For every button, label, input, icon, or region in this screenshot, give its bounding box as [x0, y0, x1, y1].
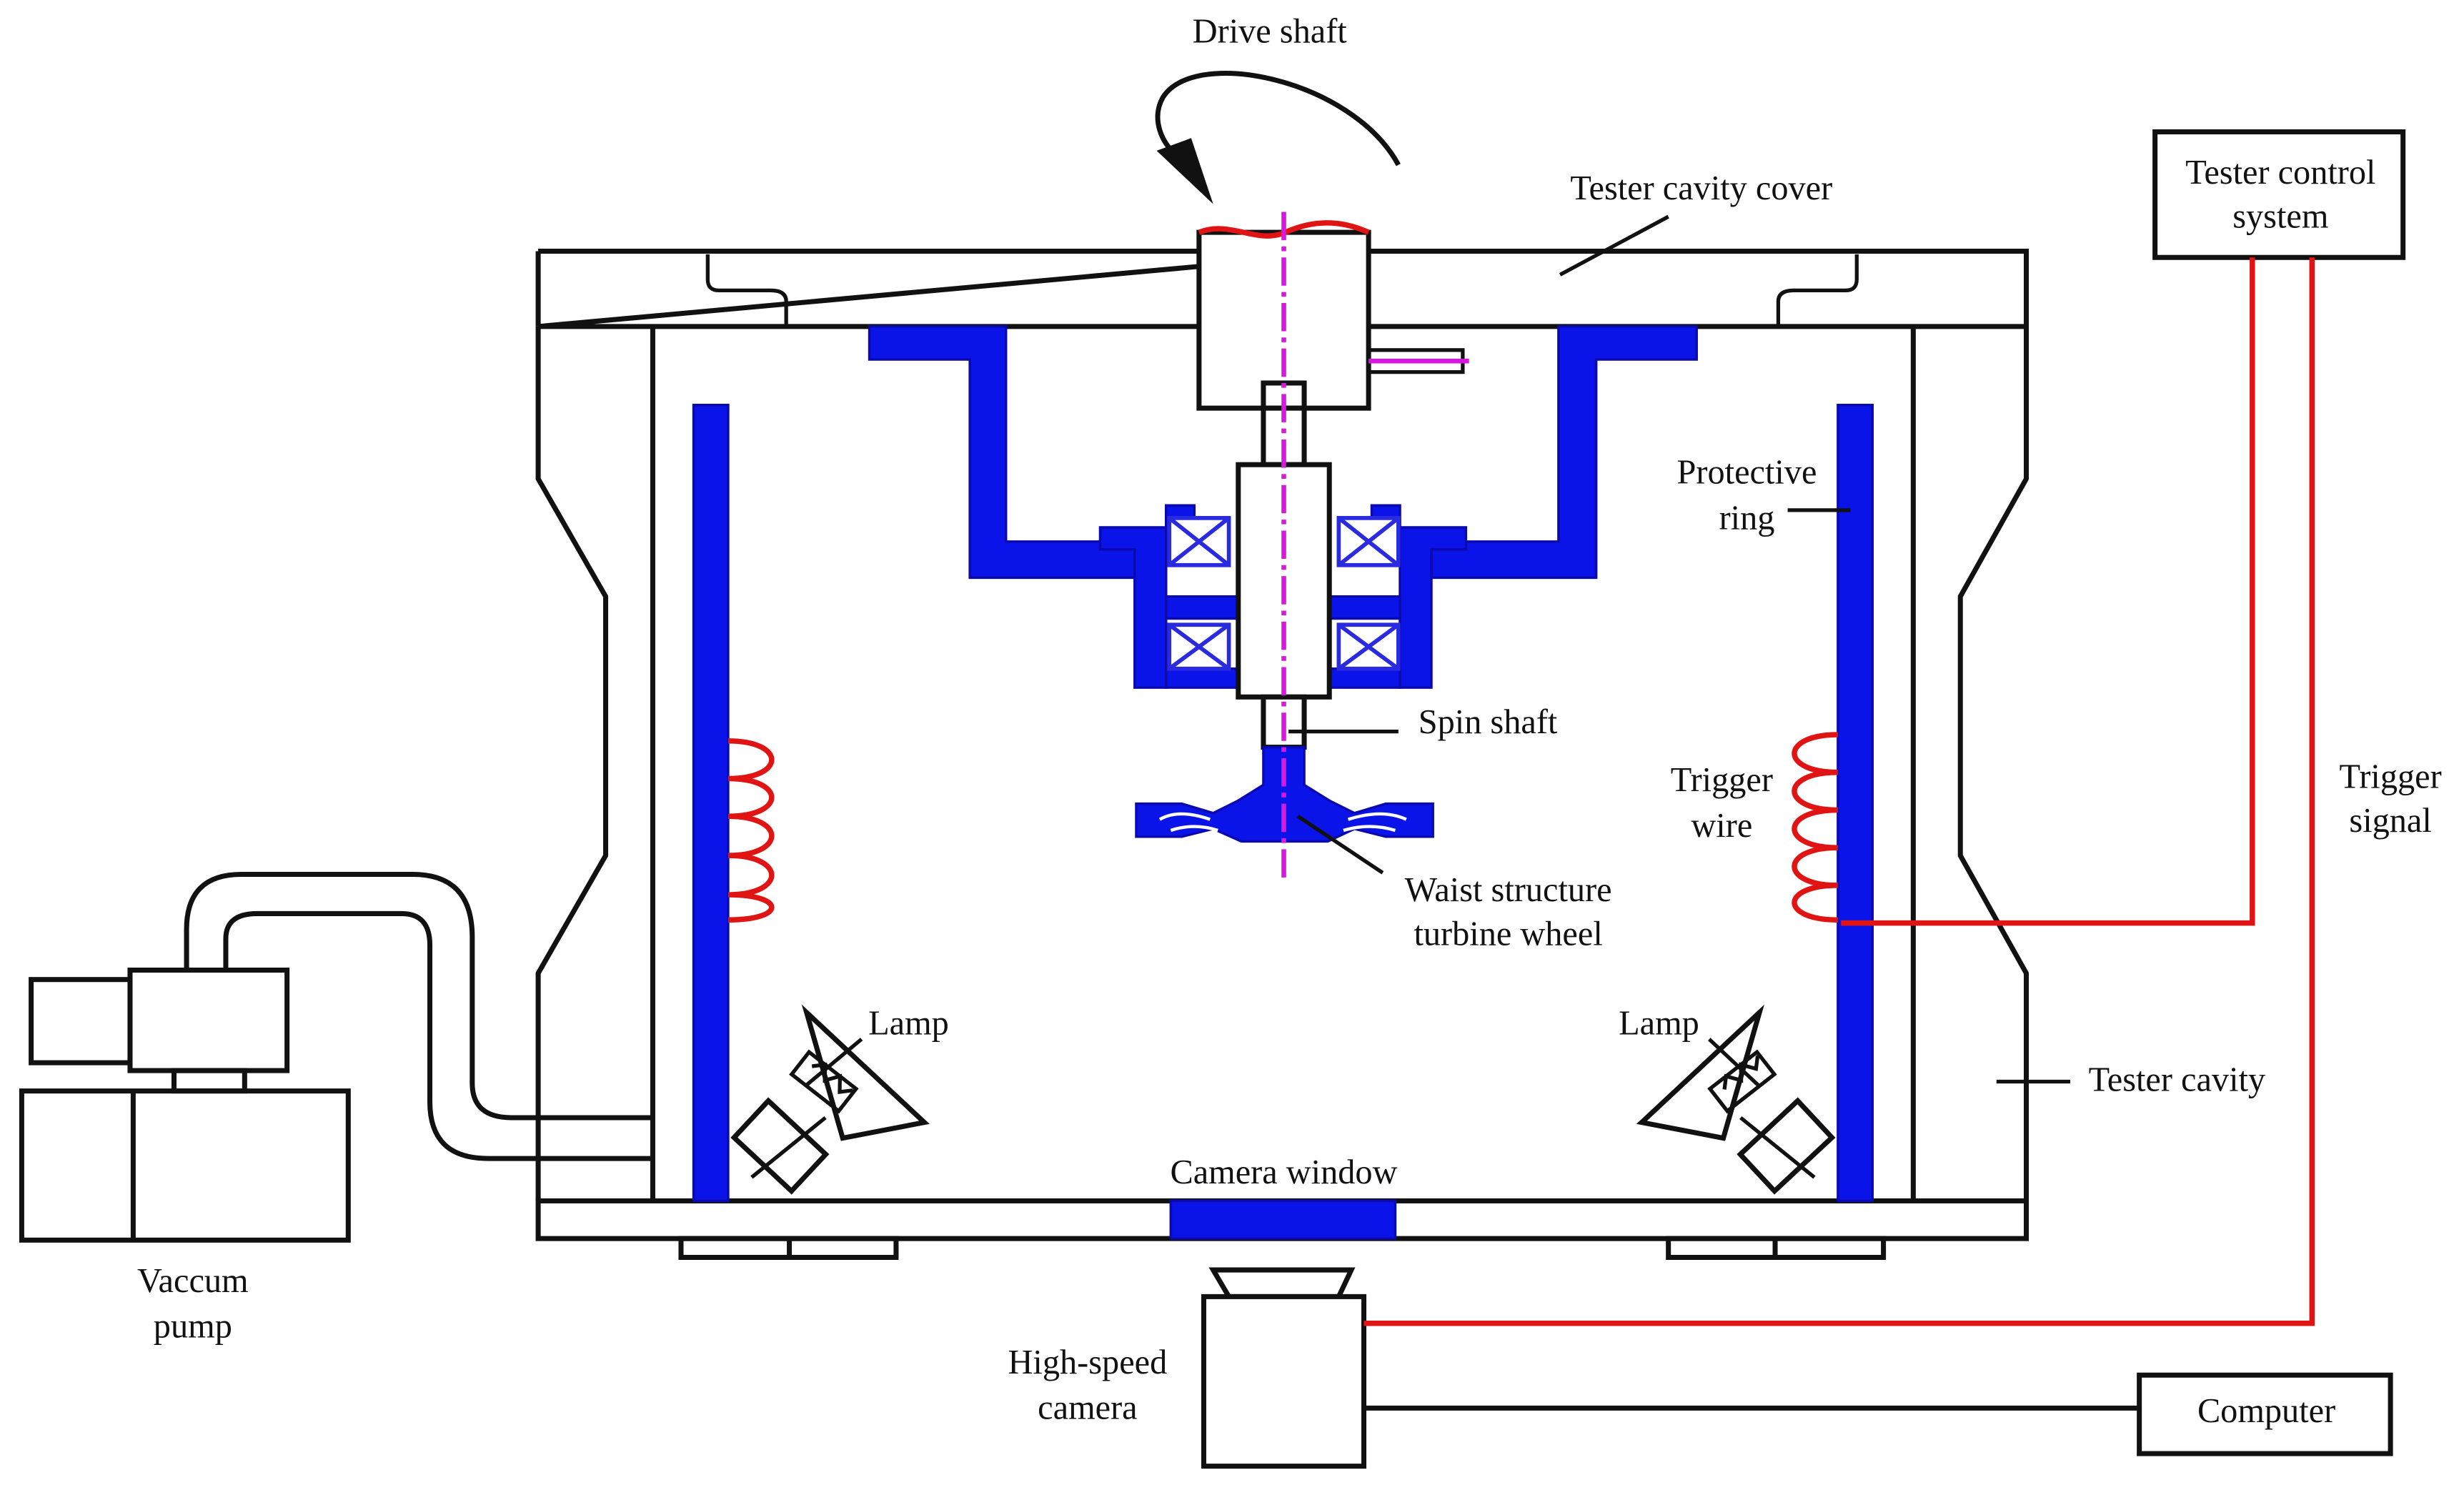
label-vacuum-pump-1: Vaccum: [137, 1262, 249, 1300]
label-tester-cavity: Tester cavity: [2089, 1061, 2265, 1099]
camera-window: [1169, 1199, 1397, 1240]
label-high-speed-camera-1: High-speed: [1008, 1344, 1168, 1381]
vacuum-hose: [184, 872, 653, 1161]
label-protective-ring-2: ring: [1719, 499, 1775, 537]
computer-box: [2137, 1372, 2393, 1456]
label-waist-structure-2: turbine wheel: [1414, 915, 1602, 953]
label-waist-structure-1: Waist structure: [1405, 871, 1612, 909]
label-protective-ring-1: Protective: [1677, 454, 1817, 492]
lamp-left: [730, 1004, 930, 1195]
label-high-speed-camera-2: camera: [1038, 1389, 1137, 1427]
bearings: [1167, 516, 1401, 671]
protective-ring: [692, 403, 1874, 1203]
label-computer: Computer: [2197, 1392, 2335, 1430]
label-vacuum-pump-2: pump: [154, 1308, 232, 1346]
label-drive-shaft: Drive shaft: [1193, 12, 1348, 50]
label-tester-control-system-2: system: [2232, 198, 2328, 236]
trigger-wire: [727, 732, 1838, 923]
tester-control-system-box: [2152, 129, 2406, 260]
lamp-right: [1636, 1004, 1836, 1195]
drive-shaft-housing: [1196, 220, 1469, 467]
trigger-signal-lines: [1363, 257, 2315, 1411]
vacuum-pump: [19, 967, 351, 1243]
label-trigger-signal-1: Trigger: [2340, 758, 2442, 796]
label-trigger-wire-1: Trigger: [1671, 761, 1773, 799]
label-trigger-signal-2: signal: [2349, 802, 2431, 840]
bearing-bracket: [868, 325, 1698, 689]
label-spin-shaft: Spin shaft: [1419, 703, 1558, 741]
label-camera-window: Camera window: [1170, 1153, 1397, 1191]
label-tester-cavity-cover: Tester cavity cover: [1570, 169, 1832, 207]
drive-shaft-rotation-arrow: [1155, 71, 1401, 204]
label-lamp-right: Lamp: [1619, 1005, 1699, 1043]
leader-lines: [803, 214, 2070, 1088]
label-tester-control-system-1: Tester control: [2185, 154, 2375, 192]
label-trigger-wire-2: wire: [1691, 807, 1752, 845]
label-lamp-left: Lamp: [868, 1005, 949, 1043]
labels: Drive shaft Tester cavity cover Tester c…: [137, 12, 2442, 1430]
high-speed-camera: [1201, 1267, 1367, 1469]
